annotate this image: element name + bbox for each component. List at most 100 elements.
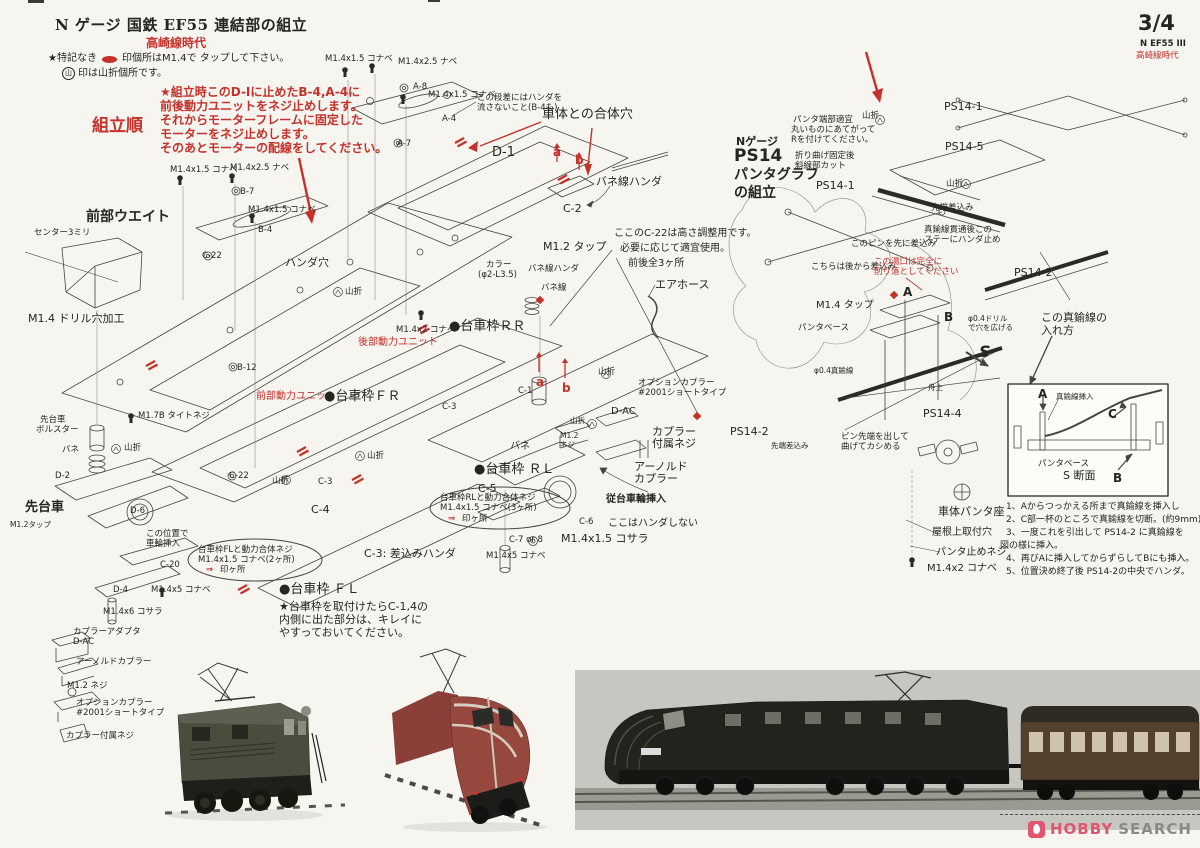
point-a: a <box>553 145 562 159</box>
logo-search-text: SEARCH <box>1118 820 1192 838</box>
spring-solder-label: バネ線ハンダ <box>596 175 662 188</box>
part-a4: A-4 <box>442 114 457 124</box>
page-era: 高崎線時代 <box>1136 51 1179 61</box>
order-line-2: 前後動力ユニットをネジ止めします。 <box>160 99 363 113</box>
point-A: A <box>903 285 913 299</box>
order-line-5: そのあとモーターの配線をしてください。 <box>160 141 388 155</box>
trailing-wheel-note: 従台車輪挿入 <box>606 494 666 505</box>
inset-point-C: C <box>1108 407 1117 421</box>
wheel-insert-note: 車輪挿入 <box>146 539 181 549</box>
front-weight-label: 前部ウエイト <box>86 209 170 225</box>
pin-first-note: このピンを先に差込み <box>851 239 937 249</box>
inset-point-B: B <box>1113 471 1123 485</box>
screw-spec: M1.4x6 コサラ <box>103 607 163 617</box>
screw-spec: M1.4x2 コナベ <box>927 563 997 574</box>
roof-mount-hole-label: 屋根上取付穴 <box>932 527 992 538</box>
part-d4: D-4 <box>113 585 129 595</box>
tap-spec: M1.4 タップ <box>816 300 874 311</box>
part-b7: B-7 <box>240 187 255 197</box>
spring-wire-label: バネ線 <box>541 283 567 293</box>
bogie-frame-fr-label: ●台車枠ＦＲ <box>324 389 401 404</box>
bogie-frame-rl-label: ●台車枠 ＲＬ <box>474 462 555 477</box>
cut-line <box>1000 814 1200 815</box>
part-ps14-5: PS14-5 <box>945 140 984 153</box>
drill-hole-label: M1.4 ドリル穴加工 <box>28 312 125 325</box>
option-coupler-label: #2001ショートタイプ <box>638 388 727 398</box>
step-solder-note: 流さないこと(B-4も) <box>477 103 558 113</box>
tap-note-pre: ★特記なき <box>48 53 97 64</box>
photo-loco-dark-front <box>164 662 346 821</box>
part-c5: C-5 <box>478 482 497 495</box>
tap-spec: M1.2 タップ <box>543 240 607 253</box>
center-3mm-label: センター3ミリ <box>34 228 91 238</box>
panta-base-label: パンタベース <box>1038 459 1090 469</box>
fl-join-note: M1.4x1.5 コナベ(2ヶ所) <box>198 555 295 565</box>
s-section-label: S 断面 <box>1063 469 1096 482</box>
arnold-coupler-label: アーノルドカプラー <box>76 657 152 667</box>
step-solder-note: この段差にはハンダを <box>477 93 563 103</box>
ps14-header: Nゲージ <box>736 135 778 148</box>
photo-loco-red-streamlined <box>384 648 547 832</box>
section-s-label: S <box>979 342 991 361</box>
pin-crimp-note: ピン先端を出して <box>841 432 909 442</box>
part-ps14-2: PS14-2 <box>1014 266 1053 279</box>
page-number: 3/4 <box>1138 11 1175 35</box>
fl-frame-note: やすっておいてください。 <box>279 626 410 639</box>
screw-spec: M1.4x1.5 コナベ <box>428 90 496 100</box>
tap-mark-icon <box>102 56 117 63</box>
gate-removal-note: 削り落としてください <box>874 267 959 277</box>
panta-tip-note: Rを付けてください。 <box>791 135 874 145</box>
fl-frame-note: ★台車枠を取付けたらC-1,4の <box>279 600 429 613</box>
solder-hole-label: ハンダ穴 <box>285 256 329 269</box>
part-ps14-4: PS14-4 <box>923 407 962 420</box>
part-c6: C-6 <box>579 517 594 527</box>
fold-label: 山折 <box>570 416 585 425</box>
collar-label: カラー <box>486 260 512 270</box>
wheel-insert-note: この位置で <box>146 529 189 539</box>
bend-cut-note: 斜線部カット <box>795 161 847 171</box>
part-c22: C-22 <box>229 471 249 481</box>
screw-spec: M1.4x5 コナベ <box>151 585 211 595</box>
part-ps14-1: PS14-1 <box>944 100 983 113</box>
bolster-label: ボルスター <box>36 425 79 435</box>
part-c3: C-3 <box>442 402 457 412</box>
brass-wire-spec: φ0.4真鍮線 <box>814 366 854 375</box>
part-c4: C-4 <box>311 503 330 516</box>
point-b: b <box>575 153 584 167</box>
screw-spec: M1.4x2.5 ナベ <box>398 57 458 67</box>
screw-spec: M1.4x2.5 ナベ <box>230 163 290 173</box>
page-code: N EF55 III <box>1140 39 1186 49</box>
wire-insert-label: 真鍮線挿入 <box>1056 392 1094 401</box>
pan-head-note: 舟上 <box>928 383 943 392</box>
panta-base-label: パンタベース <box>798 323 850 333</box>
part-d6: D-6 <box>130 506 146 516</box>
inset-point-A: A <box>1038 387 1048 401</box>
coupler-screw-label: 付属ネジ <box>652 437 696 450</box>
no-solder-note: ここはハンダしない <box>608 518 698 529</box>
tip-insert-note: 先端差込み <box>771 441 809 450</box>
fl-join-note: 印ヶ所 <box>220 565 246 575</box>
part-c22: C-22 <box>202 251 222 261</box>
drill-enlarge-note: で穴を広げる <box>968 323 1013 332</box>
c22-note: ここのC-22は高さ調整用です。 <box>614 228 757 239</box>
hobbysearch-flame-icon <box>1028 820 1045 838</box>
point-a: a <box>536 375 545 389</box>
hobbysearch-logo: HOBBY SEARCH <box>1028 820 1192 838</box>
stay-solder-note: ステーにハンダ止め <box>924 235 1001 245</box>
arnold-coupler-label: アーノルド <box>634 460 688 473</box>
collar-label: (φ2-L3.5) <box>478 270 517 280</box>
rl-join-note: 印ヶ所 <box>462 514 488 524</box>
order-line-4: モーターをネジ止めします。 <box>160 127 315 141</box>
mountain-fold-icon: 山 <box>62 67 75 80</box>
bogie-frame-rr-label: ●台車枠ＲＲ <box>449 319 526 334</box>
bend-cut-note: 折り曲げ固定後 <box>795 151 855 161</box>
part-d2: D-2 <box>55 471 71 481</box>
wire-insert-way-label: この真鍮線の <box>1041 311 1107 324</box>
part-dac: D-AC <box>611 406 636 417</box>
option-coupler-label: #2001ショートタイプ <box>76 708 165 718</box>
ps14-step: 5、位置決め終了後 PS14-2の中央でハンダ。 <box>1006 567 1190 577</box>
ps14-header: PS14 <box>734 146 783 166</box>
logo-hobby-text: HOBBY <box>1050 820 1114 838</box>
order-line-1: ★組立時このD-Iに止めたB-4,A-4に <box>160 85 361 99</box>
option-coupler-label: オプションカプラー <box>638 378 715 388</box>
